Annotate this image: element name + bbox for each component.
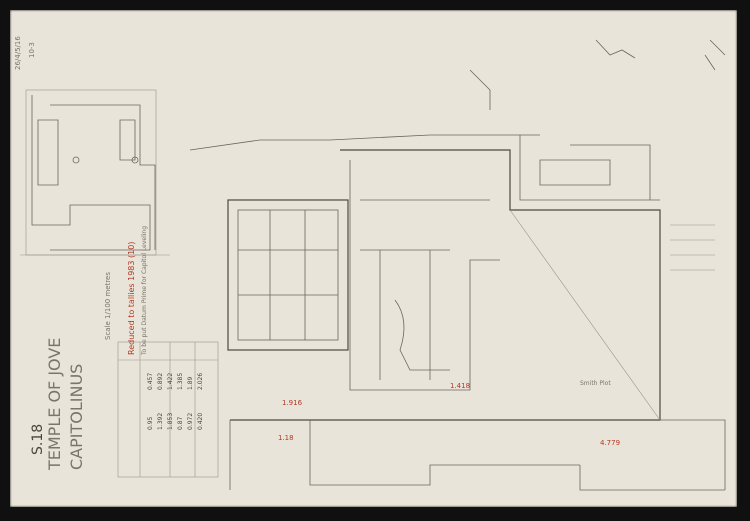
level-value: 0.87 xyxy=(177,416,184,430)
top-reference-2: 10-3 xyxy=(28,42,36,58)
temple-plan xyxy=(189,39,726,491)
sheet-title-line2: CAPITOLINUS xyxy=(67,364,86,470)
top-reference: 26/4/5/16 xyxy=(14,36,22,70)
level-value: 2.026 xyxy=(197,373,204,390)
drawing-sheet: TEMPLE OF JOVE CAPITOLINUS S.18 Scale 1/… xyxy=(10,10,737,507)
level-value: 0.892 xyxy=(157,373,164,390)
red-reduction-note: Reduced to tallies 1983 (10) xyxy=(127,242,136,355)
inset-elevation-sketch xyxy=(20,89,170,256)
level-value: 0.972 xyxy=(187,413,194,430)
level-value: 0.457 xyxy=(147,373,154,390)
level-value: 0.420 xyxy=(197,413,204,430)
level-value: 0.95 xyxy=(147,416,154,430)
red-level-3: 1.18 xyxy=(278,434,294,442)
red-level-2: 1.418 xyxy=(450,382,470,390)
plan-drawing: TEMPLE OF JOVE CAPITOLINUS S.18 Scale 1/… xyxy=(14,36,726,491)
level-value: 1.385 xyxy=(177,373,184,390)
annotation-smith-plot: Smith Plot xyxy=(580,380,611,387)
level-value: 1.392 xyxy=(157,413,164,430)
sheet-code: S.18 xyxy=(30,424,46,455)
level-value: 1.422 xyxy=(167,373,174,390)
level-value: 1.853 xyxy=(167,413,174,430)
level-table xyxy=(117,341,219,478)
sheet-title-line1: TEMPLE OF JOVE xyxy=(45,338,64,471)
datum-note: To be put Datum Prime for Capitol Leveli… xyxy=(141,226,148,356)
red-level-1: 1.916 xyxy=(282,399,303,407)
red-level-4: 4.779 xyxy=(600,439,620,447)
level-value: 1.89 xyxy=(187,376,194,390)
scale-note: Scale 1/100 metres xyxy=(104,272,112,340)
